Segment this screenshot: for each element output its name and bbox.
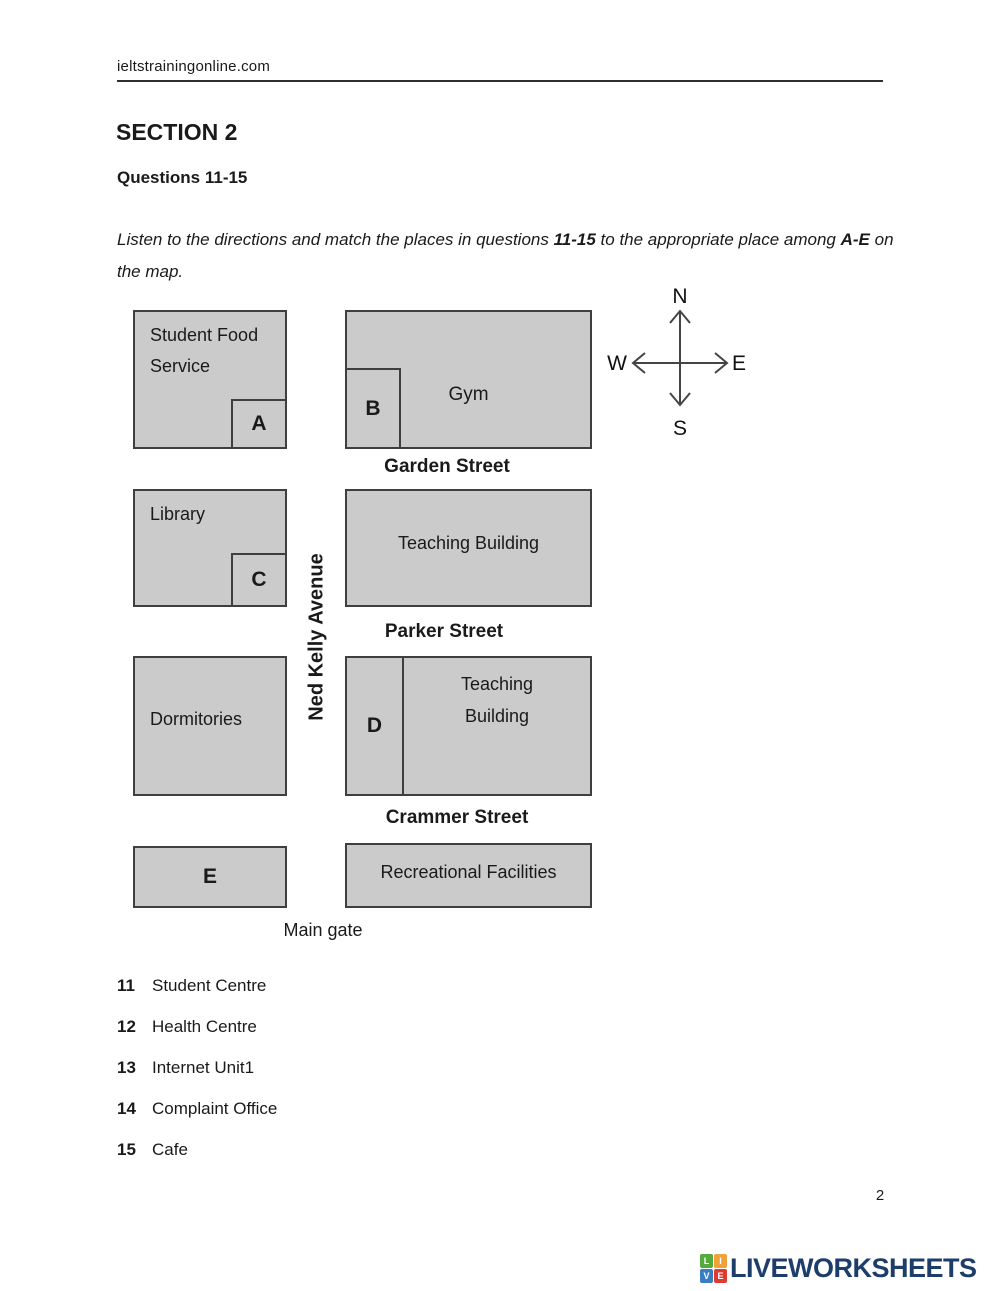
building-student-food-service-label: Student Food Service (150, 325, 259, 376)
building-teaching-north-label: Teaching Building (397, 532, 540, 553)
question-text: Health Centre (152, 1017, 257, 1036)
question-text: Complaint Office (152, 1099, 278, 1118)
instructions-seg1: Listen to the directions and match the p… (117, 230, 554, 249)
compass-east-label: E (732, 352, 746, 375)
question-number: 15 (117, 1140, 136, 1159)
compass-rose: N S W E (597, 281, 757, 443)
liveworksheets-logo-icon: L I V E (700, 1253, 727, 1283)
map-marker-c: C (231, 553, 287, 607)
compass-south-label: S (673, 417, 687, 440)
compass-west-label: W (607, 352, 627, 375)
building-teaching-north: Teaching Building (345, 489, 592, 607)
building-library-label: Library (150, 504, 206, 524)
building-gym-label: Gym (448, 384, 489, 405)
section-title: SECTION 2 (116, 119, 238, 145)
question-text: Internet Unit1 (152, 1058, 255, 1077)
map-marker-d: D (366, 714, 383, 737)
street-label-ned-kelly-avenue: Ned Kelly Avenue (305, 553, 328, 721)
map-marker-a: A (231, 399, 287, 449)
street-label-parker: Parker Street (384, 621, 504, 642)
map-marker-e: E (133, 846, 287, 908)
question-row-15: 15 Cafe (117, 1139, 277, 1161)
building-teaching-south-label-line2: Building (464, 706, 530, 726)
instructions-seg2: to the appropriate place among (595, 230, 841, 249)
liveworksheets-logo-text: LIVEWORKSHEETS (730, 1253, 977, 1283)
instructions-bold-range: 11-15 (553, 230, 596, 249)
building-recreational-facilities-label: Recreational Facilities (380, 862, 557, 882)
page-number: 2 (875, 1187, 885, 1204)
building-teaching-south: D Teaching Building (345, 656, 592, 796)
question-row-13: 13 Internet Unit1 (117, 1057, 277, 1079)
questions-list: 11 Student Centre 12 Health Centre 13 Inter… (117, 975, 277, 1180)
instructions-seg3: on the map. (117, 230, 894, 281)
compass-north-label: N (672, 285, 687, 308)
logo-square-l: L (700, 1253, 713, 1268)
question-number: 14 (117, 1099, 136, 1118)
map-marker-b: B (345, 368, 401, 449)
building-teaching-south-divider (402, 658, 404, 794)
question-number: 12 (117, 1017, 136, 1036)
logo-square-i: I (714, 1253, 727, 1268)
street-label-garden: Garden Street (384, 456, 510, 477)
building-teaching-south-label: Teaching Building (404, 668, 590, 732)
instructions-text: Listen to the directions and match the p… (117, 224, 899, 288)
question-row-11: 11 Student Centre (117, 975, 277, 997)
building-dormitories: Dormitories (133, 656, 287, 796)
street-label-crammer: Crammer Street (385, 807, 529, 828)
question-number: 11 (117, 976, 135, 995)
compass-icon: N S W E (607, 285, 746, 440)
question-row-14: 14 Complaint Office (117, 1098, 277, 1120)
main-gate-label: Main gate (283, 920, 363, 940)
liveworksheets-logo[interactable]: L I V E LIVEWORKSHEETS (700, 1253, 977, 1283)
site-name: ieltstrainingonline.com (117, 58, 271, 75)
logo-square-v: V (700, 1268, 713, 1283)
question-text: Student Centre (152, 976, 267, 995)
question-number: 13 (117, 1058, 136, 1077)
questions-range-heading: Questions 11-15 (117, 168, 248, 187)
question-row-12: 12 Health Centre (117, 1016, 277, 1038)
logo-square-e: E (714, 1268, 727, 1283)
instructions-bold-letters: A-E (840, 230, 870, 249)
question-text: Cafe (152, 1140, 188, 1159)
building-teaching-south-label-line1: Teaching (460, 674, 534, 694)
header-divider (117, 80, 883, 82)
building-recreational-facilities: Recreational Facilities (345, 843, 592, 908)
building-dormitories-label: Dormitories (150, 708, 243, 729)
